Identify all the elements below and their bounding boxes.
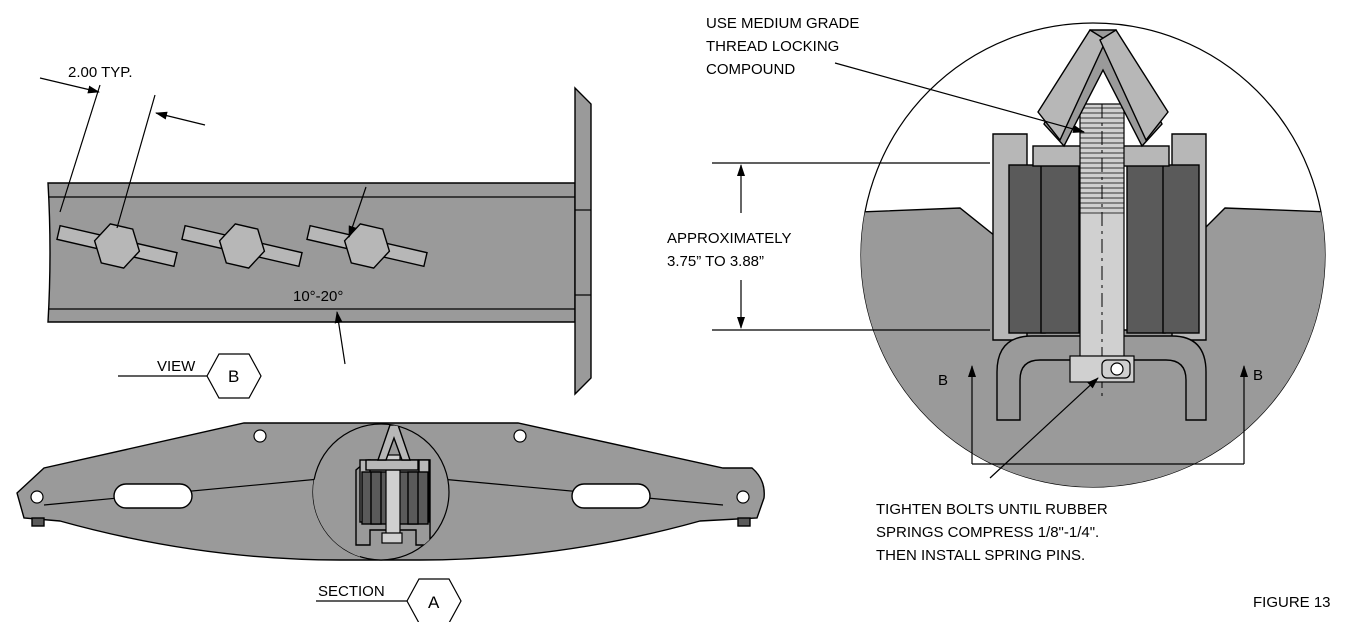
section-letter: A bbox=[428, 593, 440, 612]
rubber-spring-right-inner bbox=[1126, 164, 1166, 334]
thread-note-line2: THREAD LOCKING bbox=[706, 38, 839, 55]
rubber-spring-left bbox=[1008, 164, 1046, 334]
spring-pin bbox=[1110, 362, 1124, 376]
detail-view bbox=[712, 22, 1326, 488]
bolt-group-2 bbox=[181, 223, 303, 269]
right-slot bbox=[571, 483, 651, 509]
tighten-note-line3: THEN INSTALL SPRING PINS. bbox=[876, 547, 1085, 564]
view-b-beam-drawing bbox=[39, 77, 592, 396]
rubber-spring-right bbox=[1162, 164, 1200, 334]
tighten-note-line2: SPRINGS COMPRESS 1/8"-1/4". bbox=[876, 524, 1099, 541]
cradle bbox=[996, 335, 1207, 421]
thread-note-line3: COMPOUND bbox=[706, 61, 795, 78]
view-b-callout: VIEW B bbox=[118, 353, 262, 399]
section-word: SECTION bbox=[318, 583, 385, 600]
hole bbox=[253, 429, 267, 443]
approx-label-line2: 3.75” TO 3.88” bbox=[667, 253, 764, 270]
hole bbox=[736, 490, 750, 504]
view-letter: B bbox=[228, 367, 239, 386]
view-word: VIEW bbox=[157, 358, 196, 375]
bolt-group-1 bbox=[56, 223, 178, 269]
view-b-hexagon bbox=[206, 353, 262, 399]
section-a-callout: SECTION A bbox=[316, 578, 462, 622]
hole bbox=[513, 429, 527, 443]
tighten-note-line1: TIGHTEN BOLTS UNTIL RUBBER bbox=[876, 501, 1108, 518]
angle-label: 10°-20° bbox=[293, 288, 343, 305]
dim-typ-label: 2.00 TYP. bbox=[68, 64, 133, 81]
thread-note-line1: USE MEDIUM GRADE bbox=[706, 15, 859, 32]
section-b-left-label: B bbox=[938, 372, 948, 389]
beam-channel bbox=[47, 182, 576, 323]
spring-beam-assembly bbox=[16, 422, 765, 561]
hole bbox=[30, 490, 44, 504]
figure-label: FIGURE 13 bbox=[1253, 594, 1331, 611]
end-plate bbox=[574, 86, 592, 396]
rubber-spring-left-inner bbox=[1040, 164, 1080, 334]
section-b-right-label: B bbox=[1253, 367, 1263, 384]
section-a-hexagon bbox=[406, 578, 462, 622]
approx-label-line1: APPROXIMATELY bbox=[667, 230, 791, 247]
left-slot bbox=[113, 483, 193, 509]
